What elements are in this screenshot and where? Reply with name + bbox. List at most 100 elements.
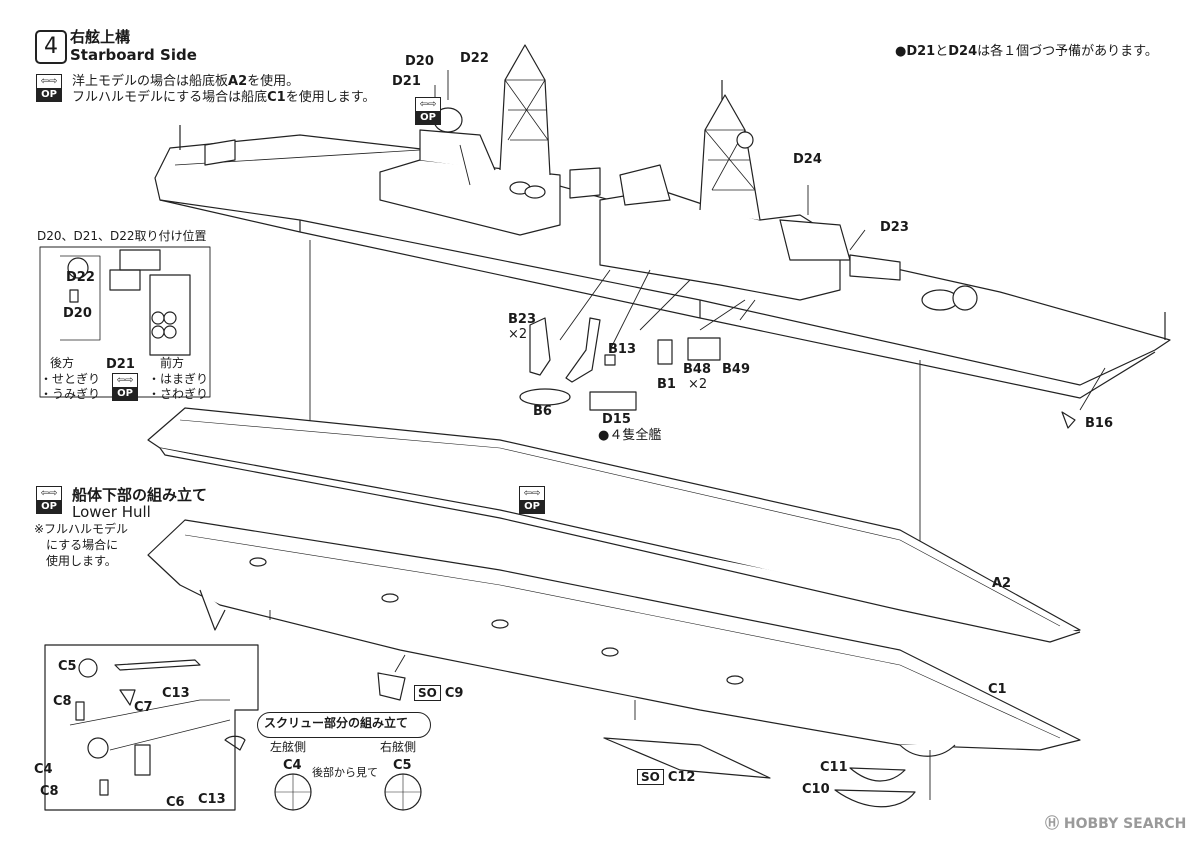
inset-mount-title: D20、D21、D22取り付け位置 (37, 229, 207, 243)
part-c1-lower-hull (147, 519, 1081, 757)
screw-label-c8-bottom: C8 (40, 784, 59, 799)
label-c11: C11 (820, 760, 848, 775)
label-c1: C1 (988, 682, 1007, 697)
label-b6: B6 (533, 404, 552, 419)
screw-label-c5: C5 (58, 659, 77, 674)
label-a2: A2 (992, 576, 1012, 591)
label-d22: D22 (460, 51, 489, 66)
inset-screw-drawing (44, 644, 259, 811)
screw-diagram (274, 773, 422, 811)
screw-label-c7: C7 (134, 700, 153, 715)
label-d15: D15 (602, 412, 631, 427)
label-b49: B49 (722, 362, 750, 377)
small-parts (519, 317, 1076, 429)
label-b48: B48 (683, 362, 711, 377)
spare-mid: と (935, 44, 949, 59)
part-a2-plate (147, 407, 1081, 643)
label-b48-qty: ×2 (688, 377, 708, 392)
screw-title: スクリュー部分の組み立て (264, 716, 409, 730)
watermark-text: HOBBY SEARCH (1063, 816, 1187, 832)
hull-note-2-pre: フルハルモデルにする場合は船底 (72, 90, 268, 105)
step-title-jp: 右舷上構 (70, 28, 131, 46)
step-title-en: Starboard Side (70, 46, 197, 64)
hull-note-line1: 洋上モデルの場合は船底板A2を使用。 (72, 74, 299, 90)
op-badge-inset: ⇦⇨ OP (112, 373, 138, 401)
spare-post: は各１個づつ予備があります。 (977, 44, 1158, 59)
lower-hull-title-en: Lower Hull (72, 503, 151, 521)
screw-port-part: C4 (283, 758, 302, 773)
screw-label-c6: C6 (166, 795, 185, 810)
inset-rear-title: 後方 (50, 356, 75, 370)
label-d20: D20 (405, 54, 434, 69)
so-tag: SO (414, 685, 441, 701)
screw-view-note: 後部から見て (312, 766, 378, 779)
spare-bullet: ● (895, 44, 907, 59)
op-arrows-icon: ⇦⇨ (40, 76, 58, 87)
op-badge-top: ⇦⇨ OP (36, 74, 62, 102)
inset-rear-item-2: ・うみぎり (40, 387, 101, 401)
lower-hull-note-1: ※フルハルモデル (34, 522, 129, 536)
screw-label-c4: C4 (34, 762, 53, 777)
watermark-logo-icon: Ⓗ (1045, 816, 1064, 832)
screw-starboard-part: C5 (393, 758, 412, 773)
screw-label-c13-top: C13 (162, 686, 190, 701)
inset-label-d21: D21 (106, 357, 135, 372)
hull-note-1-post: を使用。 (247, 74, 300, 89)
screw-label-c13-bottom: C13 (198, 792, 226, 807)
keel-parts (377, 672, 916, 808)
label-b16: B16 (1085, 416, 1113, 431)
op-arrows-icon: ⇦⇨ (40, 488, 58, 499)
op-label: OP (416, 111, 440, 124)
inset-front-item-2: ・さわぎり (148, 387, 209, 401)
inset-front-item-1: ・はまぎり (148, 372, 209, 386)
op-badge-a2: ⇦⇨ OP (519, 486, 545, 514)
spare-part-1: D21 (906, 44, 936, 59)
label-c12: C12 (667, 770, 696, 785)
inset-rear-item-1: ・せとぎり (40, 372, 101, 386)
hull-note-1-part: A2 (228, 74, 248, 89)
lower-hull-note-2: にする場合に (46, 538, 119, 552)
leader-lines-lower (269, 610, 931, 800)
screw-starboard: 右舷側 (380, 740, 417, 754)
ship-superstructure (204, 44, 978, 311)
label-c9: C9 (444, 686, 464, 701)
label-d24: D24 (793, 152, 822, 167)
lower-hull-title-jp: 船体下部の組み立て (72, 486, 208, 504)
op-label: OP (37, 88, 61, 101)
op-label: OP (113, 387, 137, 400)
spare-part-2: D24 (948, 44, 978, 59)
step-number: 4 (35, 30, 67, 64)
hull-note-line2: フルハルモデルにする場合は船底C1を使用します。 (72, 90, 375, 106)
inset-label-d20: D20 (63, 306, 92, 321)
label-b13: B13 (608, 342, 636, 357)
hull-note-2-post: を使用します。 (285, 90, 376, 105)
op-badge-d21: ⇦⇨ OP (415, 97, 441, 125)
so-tag: SO (637, 769, 664, 785)
leader-lines-upper (309, 70, 1106, 590)
inset-front-title: 前方 (160, 356, 185, 370)
hull-note-1-pre: 洋上モデルの場合は船底板 (72, 74, 229, 89)
op-arrows-icon: ⇦⇨ (419, 99, 437, 110)
op-label: OP (37, 500, 61, 513)
op-arrows-icon: ⇦⇨ (523, 488, 541, 499)
label-d21: D21 (392, 74, 421, 89)
label-b23: B23 (508, 312, 536, 327)
op-arrows-icon: ⇦⇨ (116, 375, 134, 386)
lower-hull-note-3: 使用します。 (46, 554, 117, 568)
spare-parts-note: ●D21とD24は各１個づつ予備があります。 (895, 44, 1158, 60)
label-d15-note: ●４隻全艦 (598, 428, 662, 443)
screw-label-c8-top: C8 (53, 694, 72, 709)
watermark: Ⓗ HOBBY SEARCH (1045, 816, 1186, 834)
hull-note-2-part: C1 (267, 90, 286, 105)
op-label: OP (520, 500, 544, 513)
label-c10: C10 (802, 782, 830, 797)
label-b1: B1 (657, 377, 676, 392)
inset-label-d22: D22 (66, 270, 95, 285)
screw-title-box: スクリュー部分の組み立て (257, 712, 431, 738)
screw-port: 左舷側 (270, 740, 307, 754)
op-badge-lower: ⇦⇨ OP (36, 486, 62, 514)
label-b23-qty: ×2 (508, 327, 528, 342)
